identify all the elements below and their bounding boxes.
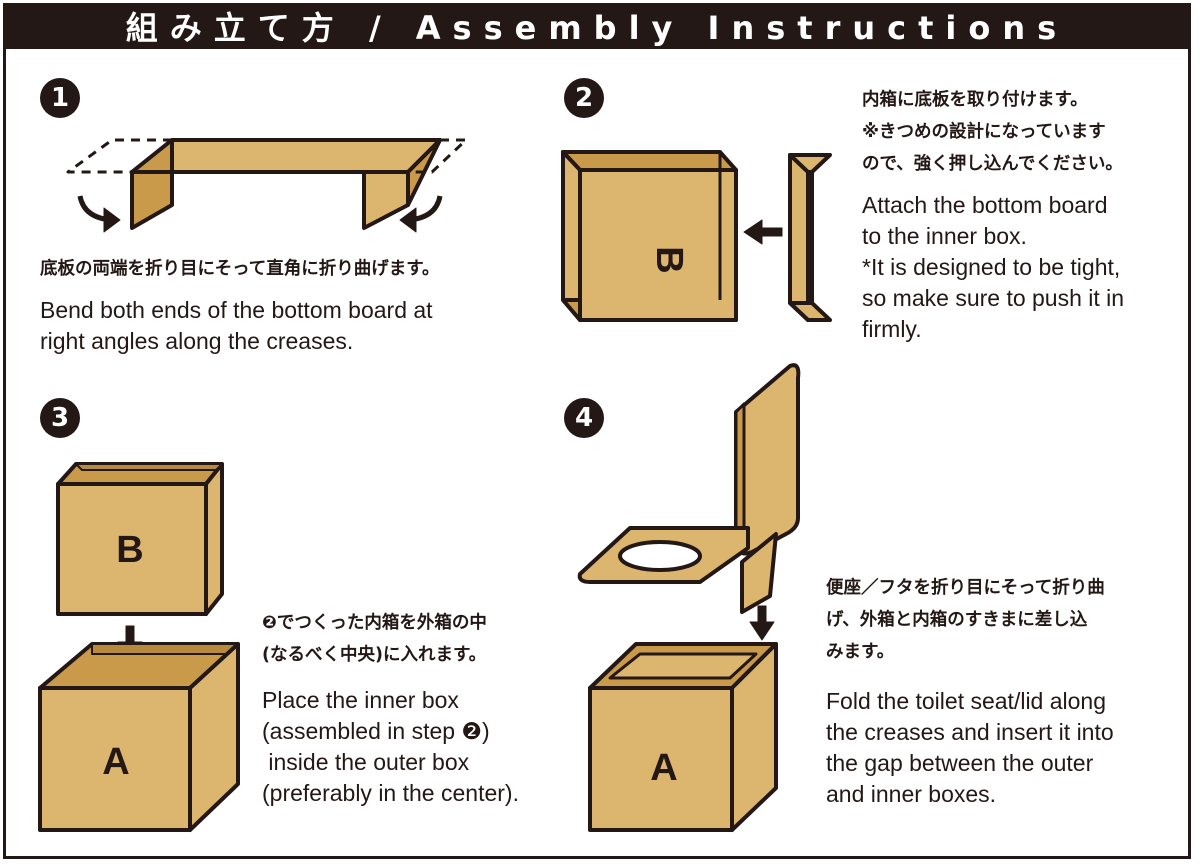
step-1-board-illustration <box>66 138 468 233</box>
step-4-jp-line: みます。 <box>826 642 895 662</box>
step-2-en-text: Attach the bottom board to the inner box… <box>862 190 1124 345</box>
step-4-en-line: the gap between the outer <box>826 750 1094 776</box>
step-1-jp-text: 底板の両端を折り目にそって直角に折り曲げます。 <box>40 259 440 279</box>
step-2-en-line: Attach the bottom board <box>862 192 1108 218</box>
step-2-jp-line: ※きつめの設計になっています <box>862 122 1106 142</box>
step-3-jp-line: (なるべく中央)に入れます。 <box>262 645 487 665</box>
step-4-number: 4 <box>564 398 604 438</box>
step-4-jp-line: げ、外箱と内箱のすきまに差し込 <box>826 610 1088 630</box>
step-1-en-line: right angles along the creases. <box>40 328 354 354</box>
step-3-outer-box-label: A <box>102 741 129 783</box>
step-3-inner-box-label: B <box>116 529 143 571</box>
step-2-en-line: firmly. <box>862 316 922 342</box>
step-2-en-line: *It is designed to be tight, <box>862 254 1121 280</box>
step-3-en-text: Place the inner box (assembled in step ❷… <box>262 685 519 809</box>
step-2-en-line: so make sure to push it in <box>862 285 1125 311</box>
step-4-jp-line: 便座／フタを折り目にそって折り曲 <box>826 578 1105 598</box>
step-4-illustration <box>577 363 801 832</box>
step-1-en-text: Bend both ends of the bottom board at ri… <box>40 295 433 357</box>
step-2-number: 2 <box>564 78 604 118</box>
step-2-en-line: to the inner box. <box>862 223 1027 249</box>
step-2-illustration <box>561 150 832 322</box>
step-4-en-line: the creases and insert it into <box>826 719 1114 745</box>
step-3-jp-text: ❷でつくった内箱を外箱の中 (なるべく中央)に入れます。 <box>262 607 487 671</box>
step-3-en-line: (assembled in step ❷) <box>262 718 490 744</box>
step-4-en-text: Fold the toilet seat/lid along the creas… <box>826 686 1114 810</box>
step-2-jp-text: 内箱に底板を取り付けます。 ※きつめの設計になっています ので、強く押し込んでく… <box>862 84 1123 180</box>
step-4-box-label: A <box>650 747 677 789</box>
step-2-jp-line: ので、強く押し込んでください。 <box>862 154 1123 174</box>
step-1-en-line: Bend both ends of the bottom board at <box>40 297 433 323</box>
step-4-jp-text: 便座／フタを折り目にそって折り曲 げ、外箱と内箱のすきまに差し込 みます。 <box>826 572 1105 668</box>
step-4-en-line: and inner boxes. <box>826 781 997 807</box>
step-4-en-line: Fold the toilet seat/lid along <box>826 688 1107 714</box>
step-3-number: 3 <box>40 398 80 438</box>
step-3-en-line: (preferably in the center). <box>262 780 519 806</box>
page-title: 組み立て方 / Assembly Instructions <box>125 9 1069 47</box>
step-3-en-line: Place the inner box <box>262 687 459 713</box>
step-3-en-line: inside the outer box <box>262 749 470 775</box>
header-bar: 組み立て方 / Assembly Instructions <box>3 3 1191 49</box>
step-3-illustration <box>38 462 240 832</box>
step-2-box-label: B <box>648 246 690 273</box>
step-3-jp-line: ❷でつくった内箱を外箱の中 <box>262 613 487 633</box>
step-2-jp-line: 内箱に底板を取り付けます。 <box>862 90 1088 110</box>
step-1-number: 1 <box>40 78 80 118</box>
